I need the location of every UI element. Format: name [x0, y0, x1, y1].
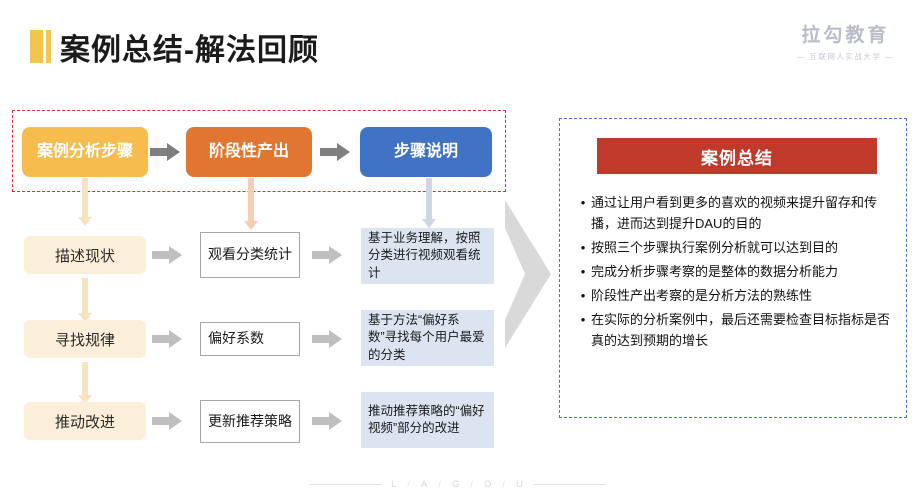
big-right-chevron-icon: [505, 200, 551, 348]
list-item-label: 完成分析步骤考察的是整体的数据分析能力: [591, 264, 839, 280]
row1-output-cell: 观看分类统计: [200, 232, 300, 278]
footer-rule-left: [310, 484, 383, 485]
row3-arrow-step-to-output-icon: [152, 412, 182, 430]
list-item-label: 按照三个步骤执行案例分析就可以达到目的: [591, 240, 839, 256]
table-row: 推动改进: [24, 402, 146, 440]
row1-arrow-step-to-output-icon: [152, 246, 182, 264]
brand-name: 拉勾教育: [801, 25, 890, 46]
list-item: • 完成分析步骤考察的是整体的数据分析能力: [575, 261, 900, 282]
row2-arrow-output-to-desc-icon: [312, 330, 342, 348]
column-header-steps: 案例分析步骤: [22, 127, 148, 177]
summary-heading: 案例总结: [597, 138, 877, 174]
vertical-arrow-descriptions-icon: [422, 178, 436, 228]
row2-output-cell: 偏好系数: [200, 322, 300, 356]
footer-separator: /: [470, 479, 476, 490]
table-row: 描述现状: [24, 236, 146, 274]
footer-letter-l: L: [391, 479, 399, 490]
row3-output-cell: 更新推荐策略: [200, 400, 300, 443]
list-item: • 在实际的分析案例中，最后还需要检查目标指标是否真的达到预期的增长: [575, 309, 900, 351]
list-item: • 按照三个步骤执行案例分析就可以达到目的: [575, 237, 900, 258]
row2-arrow-step-to-output-icon: [152, 330, 182, 348]
vertical-arrow-steps-icon: [78, 178, 92, 226]
footer-letter-o: O: [484, 479, 494, 490]
footer-rule-right: [533, 484, 606, 485]
flow-header-dashed-panel: [12, 110, 506, 192]
column-header-outputs: 阶段性产出: [186, 127, 312, 177]
footer-letter-a: A: [421, 479, 430, 490]
row2-description-cell: 基于方法“偏好系数”寻找每个用户最爱的分类: [361, 310, 494, 366]
list-item-label: 在实际的分析案例中，最后还需要检查目标指标是否真的达到预期的增长: [591, 312, 891, 349]
row1-description-cell: 基于业务理解，按照分类进行视频观看统计: [361, 228, 494, 284]
footer-watermark: L / A / G / O / U: [0, 479, 916, 490]
footer-separator: /: [438, 479, 443, 490]
vertical-arrow-step1-step2-icon: [78, 278, 92, 322]
row3-arrow-output-to-desc-icon: [312, 412, 342, 430]
footer-separator: /: [407, 479, 412, 490]
list-item-label: 通过让用户看到更多的喜欢的视频来提升留存和传播，进而达到提升DAU的目的: [591, 195, 878, 232]
footer-letter-g: G: [451, 479, 462, 490]
title-accent-bars-icon: [30, 30, 52, 63]
header-arrow-2-icon: [320, 143, 350, 161]
column-header-descriptions: 步骤说明: [360, 127, 492, 177]
bullet-marker-icon: •: [580, 240, 586, 256]
bullet-marker-icon: •: [580, 264, 586, 280]
list-item: • 通过让用户看到更多的喜欢的视频来提升留存和传播，进而达到提升DAU的目的: [575, 192, 900, 234]
table-row: 寻找规律: [24, 320, 146, 358]
brand-subtitle: — 互联网人实战大学 —: [796, 52, 894, 61]
bullet-marker-icon: •: [580, 195, 586, 210]
page-title: 案例总结-解法回顾: [60, 34, 319, 67]
list-item: • 阶段性产出考察的是分析方法的熟练性: [575, 285, 900, 306]
bullet-marker-icon: •: [580, 312, 586, 328]
row1-arrow-output-to-desc-icon: [312, 246, 342, 264]
brand-logo: 拉勾教育 — 互联网人实战大学 —: [797, 20, 894, 62]
footer-letter-u: U: [516, 479, 525, 490]
row3-description-cell: 推动推荐策略的“偏好视频”部分的改进: [361, 392, 494, 448]
bullet-marker-icon: •: [580, 288, 586, 304]
list-item-label: 阶段性产出考察的是分析方法的熟练性: [591, 288, 813, 304]
vertical-arrow-outputs-icon: [244, 178, 258, 230]
summary-bullet-list: • 通过让用户看到更多的喜欢的视频来提升留存和传播，进而达到提升DAU的目的 •…: [575, 192, 900, 354]
vertical-arrow-step2-step3-icon: [78, 362, 92, 404]
header-arrow-1-icon: [150, 143, 180, 161]
footer-separator: /: [502, 479, 508, 490]
